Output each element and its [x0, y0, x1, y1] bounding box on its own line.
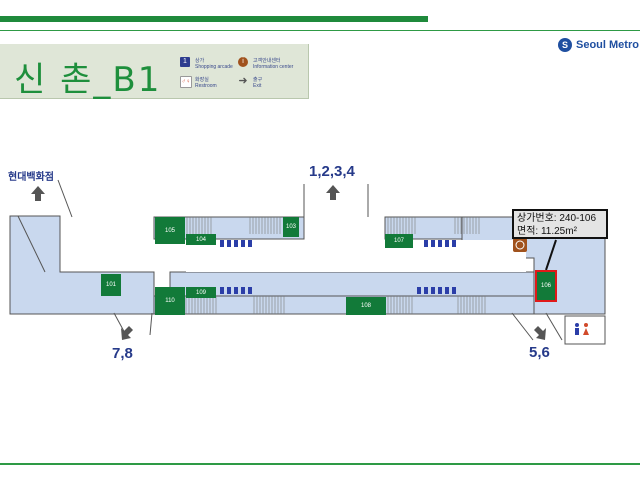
exit-arrow-icon: ➜: [238, 75, 248, 87]
gates-lower-right: [417, 287, 456, 294]
corridor-edge-b: [57, 179, 73, 218]
stairs-b: [249, 217, 281, 234]
legend-exit-en: Exit: [253, 83, 262, 89]
shop-107[interactable]: 107: [385, 234, 413, 248]
top-accent-bar: [0, 16, 428, 22]
legend-exit: 출구 Exit: [253, 77, 262, 89]
legend-restroom: 화장실 Restroom: [195, 77, 217, 89]
restroom-icon: ♂♀: [180, 76, 192, 88]
shopping-icon: 1: [180, 57, 190, 67]
exit-label-southeast: 5,6: [529, 344, 550, 361]
legend-shopping: 상가 Shopping arcade: [195, 58, 233, 70]
legend-restroom-en: Restroom: [195, 83, 217, 89]
gates-lower-left: [220, 287, 252, 294]
shop-105[interactable]: 105: [155, 217, 185, 244]
shop-106-highlighted[interactable]: 106: [535, 270, 557, 302]
legend-info-en: Information center: [253, 64, 294, 70]
gates-upper-right: [424, 240, 456, 247]
info-center-map-icon: [513, 238, 527, 252]
mid-lower-area: [169, 271, 535, 297]
exit-arrow-se-icon: [534, 326, 546, 340]
gates-upper-left: [220, 240, 252, 247]
shop-info-callout: 상가번호: 240-106 면적: 11.25m²: [512, 209, 608, 239]
stairs-f: [253, 296, 285, 314]
logo-text: Seoul Metro: [576, 39, 639, 51]
title-panel: [0, 44, 309, 99]
legend-exit-ko: 출구: [253, 77, 263, 83]
stairs-d: [454, 217, 480, 234]
stairs-c: [387, 217, 416, 234]
legend-info: 고객안내센터 Information center: [253, 58, 293, 70]
legend-info-ko: 고객안내센터: [253, 58, 281, 64]
shop-101[interactable]: 101: [101, 274, 121, 296]
corridor-edge-f: [149, 312, 153, 336]
legend-shopping-ko: 상가: [195, 58, 205, 64]
exit-label-southwest: 7,8: [112, 345, 133, 362]
shop-110[interactable]: 110: [155, 287, 185, 315]
station-title: 신 촌_B1: [14, 60, 162, 100]
restroom-map-icon: [575, 323, 589, 335]
frame-top-line: [0, 30, 640, 31]
shop-108[interactable]: 108: [346, 297, 386, 315]
exit-label-store: 현대백화점: [8, 172, 54, 183]
legend-shopping-en: Shopping arcade: [195, 64, 233, 70]
exit-arrow-store-icon: [31, 186, 45, 201]
shop-103[interactable]: 103: [283, 217, 299, 237]
corridor-edge-a: [17, 215, 46, 273]
callout-shop-area: 면적: 11.25m²: [517, 226, 577, 237]
shop-109[interactable]: 109: [186, 287, 216, 298]
frame-bottom-line: [0, 463, 640, 465]
stairs-h: [457, 296, 486, 314]
exit-arrow-north-icon: [326, 185, 340, 200]
legend-restroom-ko: 화장실: [195, 77, 209, 83]
exit-label-north: 1,2,3,4: [309, 163, 355, 180]
shop-104[interactable]: 104: [186, 234, 216, 245]
exit-arrow-sw-icon: [121, 326, 133, 340]
lower-corridor: [153, 295, 535, 315]
corridor-edge-g: [511, 312, 534, 341]
left-concourse: [9, 215, 155, 315]
upper-corridor: [153, 216, 305, 240]
corridor-edge-h: [545, 312, 563, 341]
callout-shop-number: 상가번호: 240-106: [517, 213, 597, 224]
info-center-icon: i: [238, 57, 248, 67]
stairs-g: [387, 296, 413, 314]
seoul-metro-logo: S Seoul Metro: [558, 38, 639, 52]
callout-leader: [545, 239, 557, 271]
seoul-metro-logo-icon: S: [558, 38, 572, 52]
restroom-room: [564, 315, 606, 345]
stairs-e: [185, 296, 217, 314]
